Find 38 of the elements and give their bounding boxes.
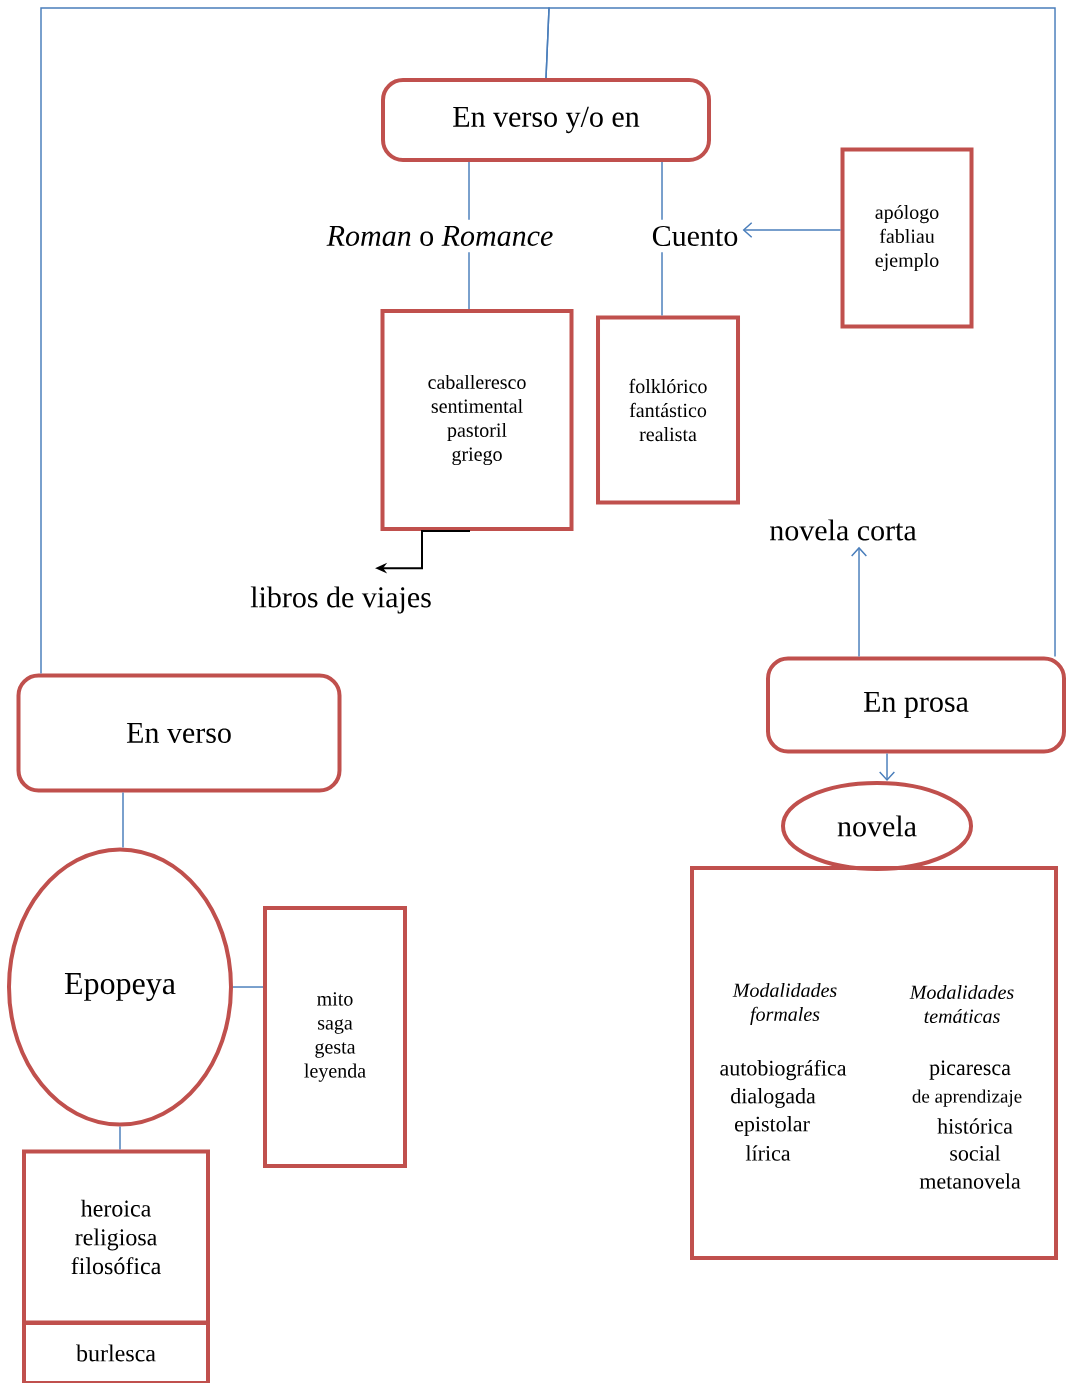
arrow xyxy=(878,752,896,781)
list-item: epistolar xyxy=(735,1116,810,1136)
list-box: burlesca xyxy=(22,1321,210,1383)
connector-line xyxy=(545,7,1056,658)
connector-line xyxy=(661,161,663,221)
connector-line xyxy=(661,251,663,317)
column-heading: Modalidades formales xyxy=(732,982,837,1026)
list-box: apólogo fabliau ejemplo xyxy=(840,147,974,329)
text-label: Roman o Romance xyxy=(326,226,553,246)
list-item: histórica xyxy=(937,1118,1013,1134)
text-label: Cuento xyxy=(652,225,738,247)
ellipse-node: novela xyxy=(781,781,973,871)
connector-line xyxy=(40,7,550,675)
list-item: dialogada xyxy=(731,1088,816,1108)
list-item: social xyxy=(950,1145,1001,1161)
list-item: metanovela xyxy=(919,1173,1021,1189)
category-box: En verso y/o en xyxy=(381,78,711,162)
text-label: libros de viajes xyxy=(250,586,431,614)
arrow xyxy=(742,221,842,239)
list-item: picaresca xyxy=(929,1060,1011,1080)
list-item: autobiográfica xyxy=(720,1059,847,1081)
list-box: heroica religiosa filosófica xyxy=(22,1149,210,1325)
list-box: caballeresco sentimental pastoril griego xyxy=(380,309,574,531)
ellipse-node: Epopeya xyxy=(7,847,233,1127)
category-box: En verso xyxy=(16,673,342,793)
connector-line xyxy=(468,161,470,221)
connector-line xyxy=(232,986,264,988)
category-box: En prosa xyxy=(766,656,1066,754)
connector-line xyxy=(468,251,470,310)
text-label: novela corta xyxy=(770,519,917,541)
list-box: folklórico fantástico realista xyxy=(596,315,740,505)
list-item: lírica xyxy=(745,1145,791,1161)
list-box: mito saga gesta leyenda xyxy=(263,906,407,1168)
connector-line xyxy=(119,1125,121,1151)
arrow xyxy=(850,546,868,658)
connector-line xyxy=(122,791,124,849)
list-item: de aprendizaje xyxy=(912,1089,1022,1107)
column-heading: Modalidades temáticas xyxy=(909,985,1014,1024)
